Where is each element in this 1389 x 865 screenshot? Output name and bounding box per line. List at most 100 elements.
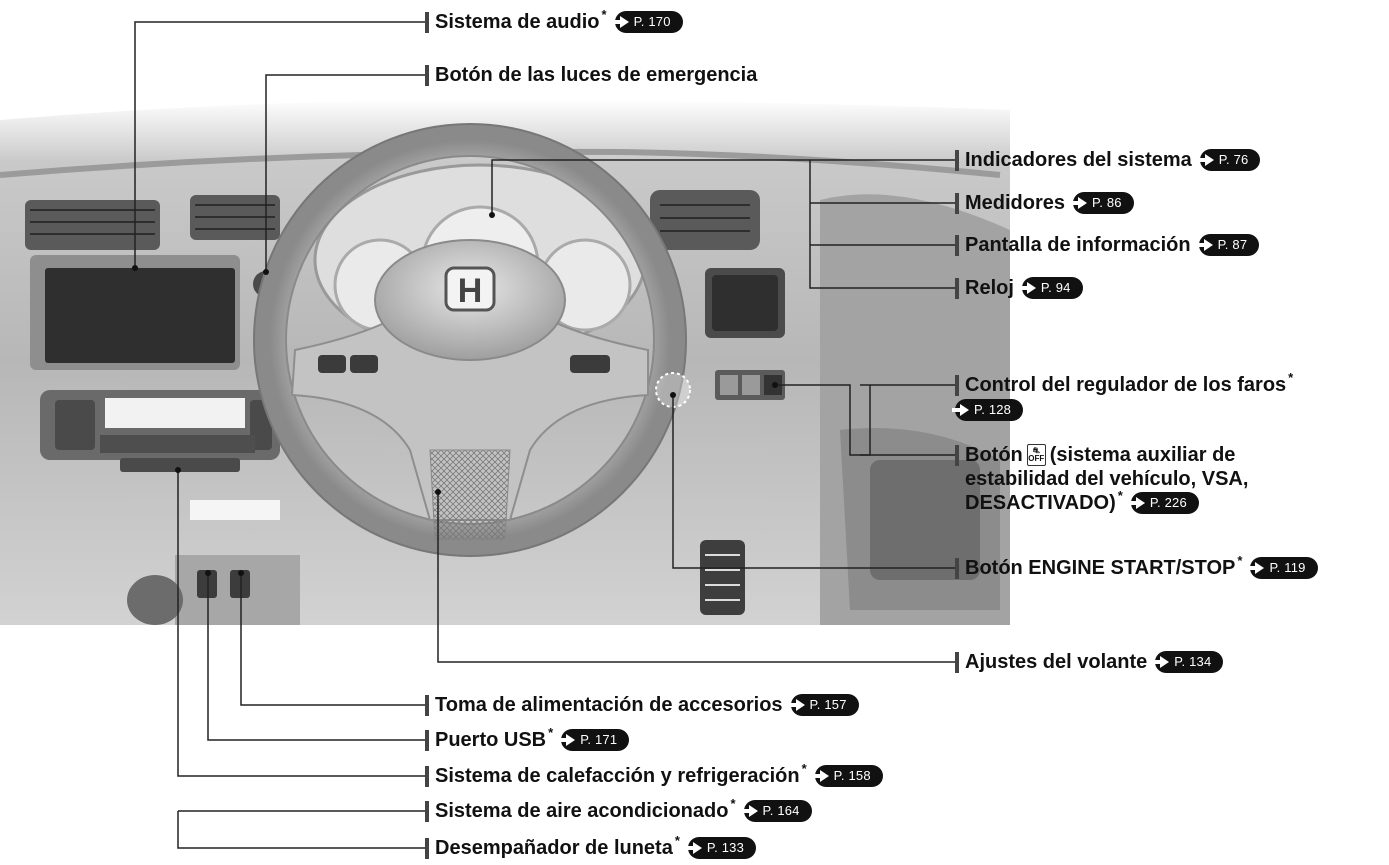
label-accessory-socket: Toma de alimentación de accesorios P. 15… [425,693,859,717]
leader-accessory [240,573,425,706]
asterisk: * [548,725,554,740]
label-text: Desempañador de luneta [435,837,673,859]
page-ref-link[interactable]: P. 157 [787,694,859,716]
asterisk: * [1288,370,1294,385]
page-ref-text: P. 119 [1269,560,1306,575]
label-text: Sistema de aire acondicionado [435,800,729,822]
leader-dots [132,212,778,576]
asterisk: * [730,796,736,811]
label-text: (sistema auxiliar de [1049,444,1236,466]
label-text: Toma de alimentación de accesorios [435,694,783,716]
vsa-off-icon: ⛐OFF [1026,444,1046,466]
leader-usb [207,573,425,741]
page-ref-text: P. 171 [580,732,618,747]
page-ref-link[interactable]: P. 134 [1152,651,1224,673]
leader-hazard [265,74,425,272]
label-text: Ajustes del volante [965,651,1148,673]
page-ref-text: P. 170 [633,14,671,29]
leader-lines [134,21,955,849]
page-ref-text: P. 134 [1174,654,1212,669]
label-text: Pantalla de información [965,234,1191,256]
label-text: Medidores [965,192,1066,214]
arrow-right-icon [684,842,702,854]
arrow-right-icon [740,805,758,817]
arrow-right-icon [952,404,969,416]
label-vsa-off-button: Botón ⛐OFF (sistema auxiliar de estabili… [955,443,1248,515]
label-text: Indicadores del sistema [965,149,1192,171]
label-text: Control del regulador de los faros [965,374,1287,396]
leader-defroster [177,811,425,849]
page-ref-link[interactable]: P. 119 [1247,557,1318,579]
arrow-right-icon [1196,154,1214,166]
label-text: Botón de las luces de emergencia [435,64,758,86]
leader-engine [672,395,955,569]
leader-audio [134,21,425,268]
page-ref-link[interactable]: P. 76 [1196,149,1261,171]
label-text: Sistema de audio [435,11,600,33]
page-ref-text: P. 86 [1092,195,1122,210]
page-ref-text: P. 157 [809,697,847,712]
leader-heating [177,470,425,777]
page-ref-text: P. 87 [1217,237,1248,252]
leader-headlight [775,384,871,456]
label-steering-adjust: Ajustes del volante P. 134 [955,650,1224,674]
asterisk: * [674,833,680,848]
label-text: Puerto USB [435,729,547,751]
label-text: Botón ENGINE START/STOP [965,557,1236,579]
dashboard-illustration: H [0,99,1010,626]
label-text: Reloj [965,277,1014,299]
leader-steering [437,492,955,663]
arrow-right-icon [1018,282,1036,294]
page-ref-text: P. 133 [706,840,745,855]
page-ref-text: P. 164 [762,803,800,818]
arrow-right-icon [1127,497,1145,509]
leader-indicators [491,159,955,215]
label-system-indicators: Indicadores del sistema P. 76 [955,148,1261,172]
label-air-conditioning: Sistema de aire acondicionado* P. 164 [425,796,812,823]
label-gauges: Medidores P. 86 [955,191,1134,215]
page-ref-text: P. 226 [1149,495,1187,510]
vsa-icon-car: ⛐ [1032,446,1040,455]
arrow-right-icon [1070,197,1088,209]
arrow-right-icon [811,770,829,782]
label-rear-defroster: Desempañador de luneta* P. 133 [425,833,757,860]
page-ref-text: P. 158 [833,768,871,783]
label-hazard-button: Botón de las luces de emergencia [425,63,757,87]
page-ref-link[interactable]: P. 164 [740,800,812,822]
label-heating-cooling: Sistema de calefacción y refrigeración* … [425,761,883,788]
arrow-right-icon [1195,239,1213,251]
page-ref-text: P. 128 [974,402,1012,417]
label-text: DESACTIVADO) [965,492,1116,514]
label-text: estabilidad del vehículo, VSA, [965,468,1249,490]
arrow-right-icon [611,16,629,28]
page-ref-link[interactable]: P. 158 [811,765,883,787]
label-audio-system: Sistema de audio* P. 170 [425,7,683,34]
page-ref-link[interactable]: P. 94 [1018,277,1083,299]
page-ref-link[interactable]: P. 170 [611,11,683,33]
label-info-display: Pantalla de información P. 87 [955,233,1260,257]
page-ref-text: P. 76 [1218,152,1249,167]
label-text: Sistema de calefacción y refrigeración [435,765,800,787]
arrow-right-icon [558,734,576,746]
arrow-right-icon [1152,656,1170,668]
label-usb-port: Puerto USB* P. 171 [425,725,630,752]
page-ref-link[interactable]: P. 171 [558,729,630,751]
page-ref-link[interactable]: P. 86 [1070,192,1134,214]
page-ref-link[interactable]: P. 87 [1195,234,1260,256]
page-ref-link[interactable]: P. 226 [1127,492,1199,514]
asterisk: * [1117,488,1123,503]
label-engine-start-stop: Botón ENGINE START/STOP* P. 119 [955,553,1318,580]
label-headlight-aim: Control del regulador de los faros* P. 1… [952,370,1293,421]
page-ref-link[interactable]: P. 133 [684,837,757,859]
page-ref-text: P. 94 [1040,280,1071,295]
arrow-right-icon [787,699,805,711]
emblem-text: H [458,272,483,310]
label-clock: Reloj P. 94 [955,276,1083,300]
vsa-icon-off: OFF [1028,454,1045,463]
asterisk: * [801,761,807,776]
asterisk: * [1237,553,1243,568]
page-ref-link[interactable]: P. 128 [952,399,1024,421]
arrow-right-icon [1247,562,1265,574]
label-text: Botón [965,444,1023,466]
